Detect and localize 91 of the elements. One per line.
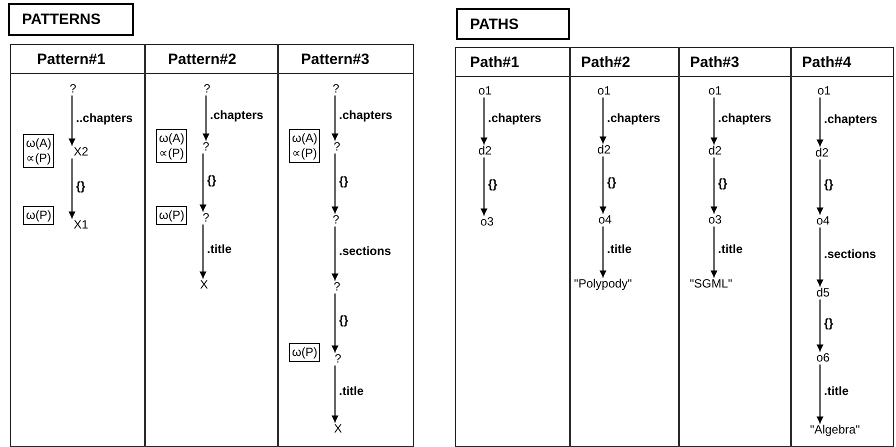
arrow — [816, 98, 824, 146]
edge-label: .title — [206, 242, 233, 256]
arrow — [480, 98, 488, 144]
column-header: Pattern#3 — [301, 51, 370, 68]
arrow — [332, 226, 338, 280]
section-title: PATHS — [456, 8, 570, 40]
column-header: Path#4 — [802, 54, 852, 71]
edge-label: {} — [338, 314, 350, 327]
node-label: d2 — [707, 144, 723, 158]
edge-label: {} — [206, 174, 218, 186]
node-label: d2 — [814, 146, 830, 160]
node-label: X2 — [72, 146, 90, 158]
edge-label: .title — [717, 243, 744, 256]
edge-label: .chapters — [209, 109, 264, 122]
edge-label: .title — [823, 385, 850, 398]
edge-label: {} — [75, 180, 86, 192]
edge-label: {} — [606, 176, 618, 189]
node-label: ? — [202, 140, 210, 154]
column-header: Path#1 — [470, 54, 520, 71]
edge-label: ..chapters — [75, 112, 134, 124]
arrow — [332, 366, 338, 422]
node-label: o3 — [707, 214, 723, 226]
edge-label: {} — [823, 316, 834, 330]
arrow — [200, 154, 206, 212]
arrow — [68, 96, 76, 146]
node-label: ? — [334, 352, 342, 366]
node-label: d2 — [596, 144, 612, 156]
node-label: X — [199, 278, 209, 292]
node-label: ? — [332, 280, 342, 294]
arrow — [480, 158, 488, 216]
column-header: Path#2 — [581, 54, 630, 71]
edge-label: {} — [338, 174, 350, 188]
arrow — [332, 294, 338, 352]
arrow — [600, 98, 606, 144]
arrow — [816, 228, 824, 286]
column-header: Path#3 — [690, 54, 740, 71]
edge-label: {} — [487, 178, 498, 190]
node-label: d5 — [815, 286, 831, 300]
edge-label: .title — [338, 385, 365, 398]
arrow — [200, 224, 206, 278]
arrow — [710, 158, 718, 214]
arrow — [710, 98, 718, 144]
arrow — [600, 226, 606, 278]
edge-label: .chapters — [606, 112, 662, 124]
node-label: ? — [202, 212, 210, 224]
node-label: d2 — [477, 144, 493, 158]
arrow — [332, 96, 338, 140]
arrow — [710, 226, 718, 278]
node-label: X — [333, 422, 343, 436]
edge-label: .sections — [823, 248, 878, 261]
edge-label: {} — [717, 176, 728, 190]
node-label: ? — [332, 214, 340, 226]
node-label: o1 — [707, 84, 723, 98]
node-label: ? — [68, 82, 78, 96]
annotation-box: ω(P) — [156, 206, 188, 225]
arrow — [600, 156, 606, 214]
node-label: "SGML" — [688, 278, 734, 290]
arrow — [332, 154, 338, 214]
annotation-box: ω(P) — [23, 206, 54, 225]
edge-label: .chapters — [823, 113, 878, 126]
arrow — [816, 160, 824, 214]
arrow — [816, 364, 824, 424]
node-label: X1 — [72, 218, 90, 232]
node-label: o6 — [815, 352, 831, 364]
arrow — [816, 300, 824, 352]
node-label: o1 — [596, 84, 612, 98]
edge-label: .title — [606, 243, 633, 256]
node-label: o4 — [597, 214, 613, 226]
node-label: ? — [332, 82, 340, 96]
edge-label: {} — [823, 178, 834, 191]
edge-label: .sections — [338, 244, 392, 258]
node-label: ? — [332, 140, 342, 154]
edge-label: .chapters — [717, 112, 772, 125]
node-label: o3 — [479, 216, 495, 228]
arrow — [202, 96, 210, 140]
column-header: Pattern#1 — [37, 51, 106, 68]
edge-label: .chapters — [338, 109, 394, 122]
annotation-box: ω(A) ∝(P) — [289, 129, 320, 163]
annotation-box: ω(A) ∝(P) — [23, 134, 54, 168]
edge-label: .chapters — [487, 112, 542, 125]
section-title: PATTERNS — [8, 3, 134, 36]
node-label: "Algebra" — [809, 424, 861, 436]
node-label: o1 — [477, 84, 493, 98]
node-label: "Polypody" — [573, 278, 633, 290]
node-label: ? — [202, 82, 212, 96]
annotation-box: ω(A) ∝(P) — [156, 129, 188, 163]
node-label: o1 — [816, 84, 832, 98]
arrow — [68, 158, 76, 218]
node-label: o4 — [815, 214, 831, 228]
annotation-box: ω(P) — [289, 343, 320, 362]
column-header: Pattern#2 — [168, 51, 236, 68]
